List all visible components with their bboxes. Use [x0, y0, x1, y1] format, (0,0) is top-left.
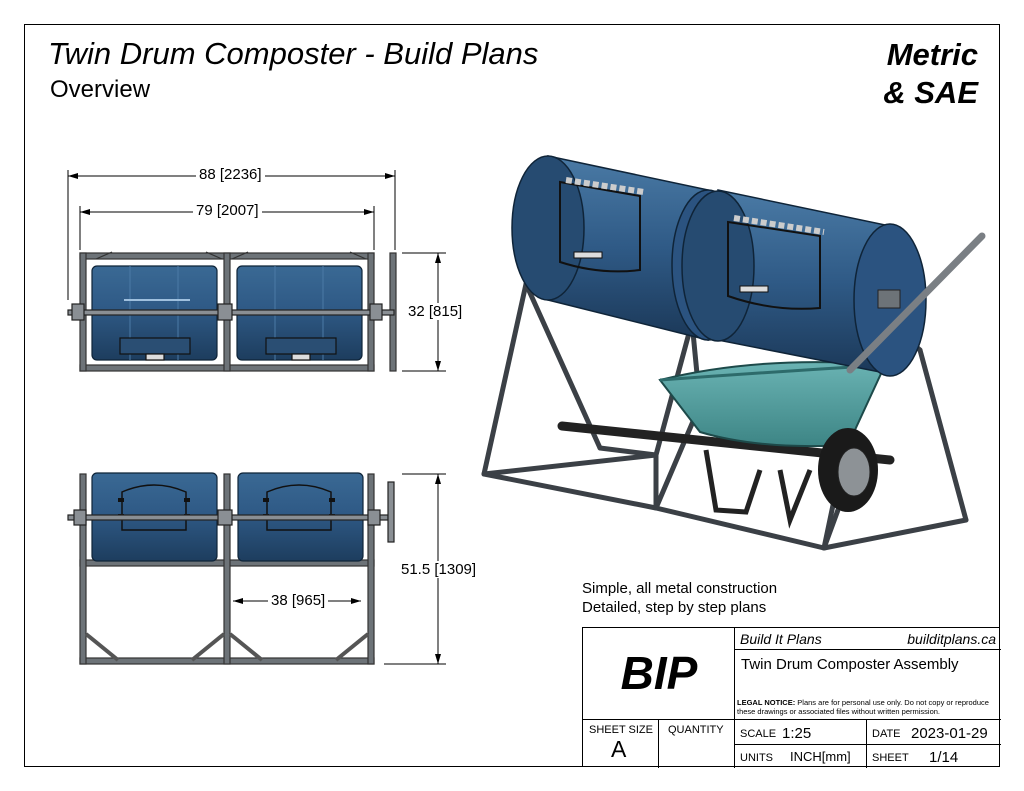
legal-notice-label: LEGAL NOTICE:: [737, 698, 796, 707]
scale-value: 1:25: [782, 725, 812, 742]
units-line-2: & SAE: [883, 75, 978, 110]
dim-top-height: 32 [815]: [405, 303, 466, 320]
page-subtitle: Overview: [50, 76, 151, 103]
sheet-number-cell: SHEET 1/14: [867, 745, 1001, 768]
front-view-doors: [121, 484, 332, 531]
company-website: builditplans.ca: [907, 631, 996, 647]
feature-line-1: Simple, all metal construction: [582, 580, 778, 597]
iso-wheelbarrow: [557, 361, 895, 529]
iso-drum-right: [681, 189, 927, 377]
page-title: Twin Drum Composter - Build Plans: [48, 36, 539, 71]
dim-overall-length: 88 [2236]: [196, 166, 265, 183]
isometric-render: [481, 155, 986, 551]
date-value: 2023-01-29: [911, 725, 988, 742]
quantity-cell: QUANTITY: [659, 720, 735, 768]
date-cell: DATE 2023-01-29: [867, 720, 1001, 745]
title-block: BIP Build It Plans builditplans.ca Twin …: [582, 627, 1001, 768]
units-badge: Metric & SAE: [883, 36, 978, 112]
front-view: [67, 472, 446, 665]
scale-cell: SCALE 1:25: [735, 720, 867, 745]
top-view: [67, 170, 446, 372]
sheet-size-cell: SHEET SIZE A: [583, 720, 659, 768]
top-view-axle: [67, 303, 395, 321]
dim-frame-length: 79 [2007]: [193, 202, 262, 219]
units-value: INCH[mm]: [790, 749, 851, 764]
sheet-number-value: 1/14: [929, 749, 959, 766]
title-block-company-row: Build It Plans builditplans.ca: [735, 628, 1001, 650]
top-view-brackets: [95, 251, 367, 260]
bip-logo: BIP: [620, 647, 698, 699]
legal-notice: LEGAL NOTICE: Plans are for personal use…: [737, 698, 999, 716]
units-label: UNITS: [740, 752, 773, 764]
units-cell: UNITS INCH[mm]: [735, 745, 867, 768]
date-label: DATE: [872, 728, 901, 740]
front-view-axle: [67, 481, 395, 543]
legal-notice-text: Plans are for personal use only. Do not …: [737, 698, 989, 716]
title-block-drawing-cell: Twin Drum Composter Assembly LEGAL NOTIC…: [735, 650, 1001, 720]
dim-bay-width: 38 [965]: [268, 592, 329, 609]
dim-total-height: 51.5 [1309]: [398, 561, 480, 578]
quantity-label: QUANTITY: [668, 724, 724, 736]
drawing-title: Twin Drum Composter Assembly: [741, 656, 959, 673]
title-block-logo-cell: BIP: [583, 628, 735, 720]
front-view-frame: [79, 473, 375, 665]
units-line-1: Metric: [886, 37, 978, 72]
feature-line-2: Detailed, step by step plans: [582, 599, 767, 616]
sheet-number-label: SHEET: [872, 752, 909, 764]
top-view-doors: [119, 337, 337, 361]
drawing-sheet-border: [24, 24, 1000, 767]
iso-crank-handle: [846, 232, 986, 374]
front-view-braces: [84, 632, 370, 662]
scale-label: SCALE: [740, 728, 777, 740]
company-name: Build It Plans: [740, 631, 822, 647]
sheet-size-label: SHEET SIZE: [589, 724, 653, 736]
sheet-size-value: A: [611, 736, 627, 762]
